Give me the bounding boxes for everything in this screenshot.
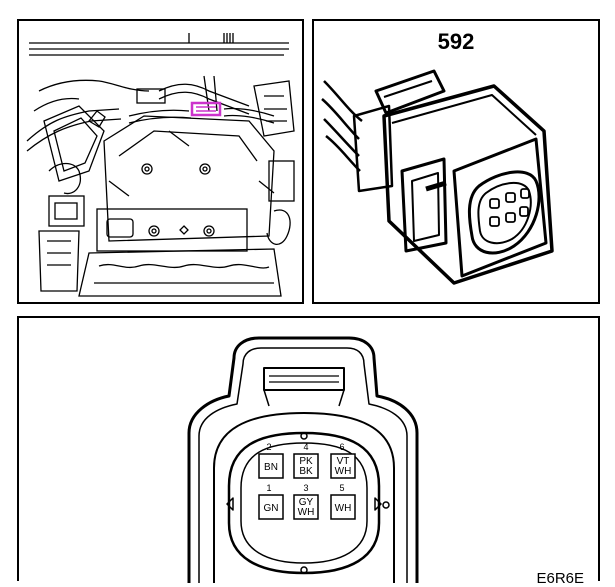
svg-text:2: 2 (266, 442, 271, 452)
svg-text:GY: GY (299, 497, 314, 508)
connector-view-panel: 592 (312, 19, 600, 304)
svg-text:5: 5 (339, 483, 344, 493)
svg-text:WH: WH (298, 507, 315, 518)
pin-4: 4 PK BK (293, 442, 319, 479)
figure-code: E6R6E (536, 570, 584, 587)
svg-text:3: 3 (303, 483, 308, 493)
pin-6: 6 VT WH (330, 442, 356, 479)
pin-3: 3 GY WH (293, 483, 319, 520)
connector-face-panel: 2 BN 4 PK BK 6 VT WH 1 GN 3 GY WH 5 (17, 316, 600, 587)
svg-text:BK: BK (299, 466, 313, 477)
svg-text:VT: VT (337, 456, 350, 467)
svg-text:4: 4 (303, 442, 308, 452)
connector-perspective-drawing (321, 69, 554, 285)
engine-bay-drawing (26, 33, 295, 297)
svg-text:GN: GN (264, 503, 279, 514)
svg-text:WH: WH (335, 503, 352, 514)
connector-face-drawing: 2 BN 4 PK BK 6 VT WH 1 GN 3 GY WH 5 (187, 336, 419, 583)
pin-2: 2 BN (258, 442, 284, 479)
svg-text:PK: PK (299, 456, 313, 467)
pin-5: 5 WH (330, 483, 356, 520)
svg-text:6: 6 (339, 442, 344, 452)
svg-text:WH: WH (335, 466, 352, 477)
highlighted-connector-icon (190, 101, 222, 117)
connector-number: 592 (437, 29, 475, 54)
svg-text:1: 1 (266, 483, 271, 493)
engine-location-panel (17, 19, 304, 304)
pin-1: 1 GN (258, 483, 284, 520)
svg-text:BN: BN (264, 462, 278, 473)
